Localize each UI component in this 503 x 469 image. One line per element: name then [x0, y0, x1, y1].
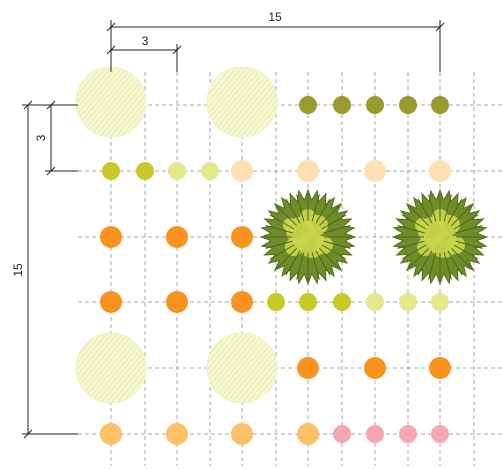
- left-dimension-total: 15: [11, 100, 78, 439]
- plant-dot-pale-lime: [201, 162, 219, 180]
- plant-dot-olive: [299, 96, 317, 114]
- hatched-shrub-circle: [206, 332, 278, 404]
- tree-symbol: [391, 188, 489, 286]
- tree-symbol: [259, 188, 357, 286]
- plant-dot-cream: [231, 160, 253, 182]
- plant-dot-orange: [166, 291, 188, 313]
- top-dimension-total-label: 15: [268, 10, 282, 24]
- plant-dot-orange: [297, 357, 319, 379]
- tree-symbols: [259, 188, 489, 286]
- plant-dot-light-orange: [100, 423, 122, 445]
- plant-dot-cream: [297, 160, 319, 182]
- plant-dot-orange: [231, 226, 253, 248]
- plant-dot-orange: [364, 357, 386, 379]
- plant-dot-pink: [366, 425, 384, 443]
- plant-dot-lime: [102, 162, 120, 180]
- left-dimension-sub: 3: [34, 100, 78, 176]
- plant-dot-pink: [399, 425, 417, 443]
- plant-dot-cream: [364, 160, 386, 182]
- plant-dot-lime: [299, 293, 317, 311]
- plant-dot-pale-lime: [431, 293, 449, 311]
- left-dimension-sub-label: 3: [34, 134, 48, 141]
- plant-dot-orange: [100, 226, 122, 248]
- plant-dot-light-orange: [231, 423, 253, 445]
- plant-dot-orange: [166, 226, 188, 248]
- top-dimension-sub-label: 3: [142, 34, 149, 48]
- plant-dot-pink: [431, 425, 449, 443]
- plant-dot-lime: [267, 293, 285, 311]
- plant-dot-light-orange: [297, 423, 319, 445]
- left-dimension-total-label: 15: [11, 263, 25, 277]
- plant-dots: [100, 96, 451, 445]
- hatched-shrub-circle: [75, 66, 147, 138]
- plant-dot-pale-lime: [366, 293, 384, 311]
- plant-dot-cream: [429, 160, 451, 182]
- plant-dot-light-orange: [166, 423, 188, 445]
- plant-dot-lime: [136, 162, 154, 180]
- plant-dot-orange: [429, 357, 451, 379]
- plant-dot-orange: [231, 291, 253, 313]
- plant-dot-orange: [100, 291, 122, 313]
- plant-dot-olive: [399, 96, 417, 114]
- hatched-shrub-circle: [206, 66, 278, 138]
- plant-dot-olive: [431, 96, 449, 114]
- plant-dot-olive: [366, 96, 384, 114]
- plant-dot-lime: [333, 293, 351, 311]
- hatched-shrub-circles: [75, 66, 278, 404]
- top-dimension-sub: 3: [106, 34, 182, 72]
- top-dimension-total: 15: [106, 10, 445, 72]
- plant-dot-olive: [333, 96, 351, 114]
- plant-dot-pink: [333, 425, 351, 443]
- plant-dot-pale-lime: [399, 293, 417, 311]
- hatched-shrub-circle: [75, 332, 147, 404]
- plant-dot-pale-lime: [168, 162, 186, 180]
